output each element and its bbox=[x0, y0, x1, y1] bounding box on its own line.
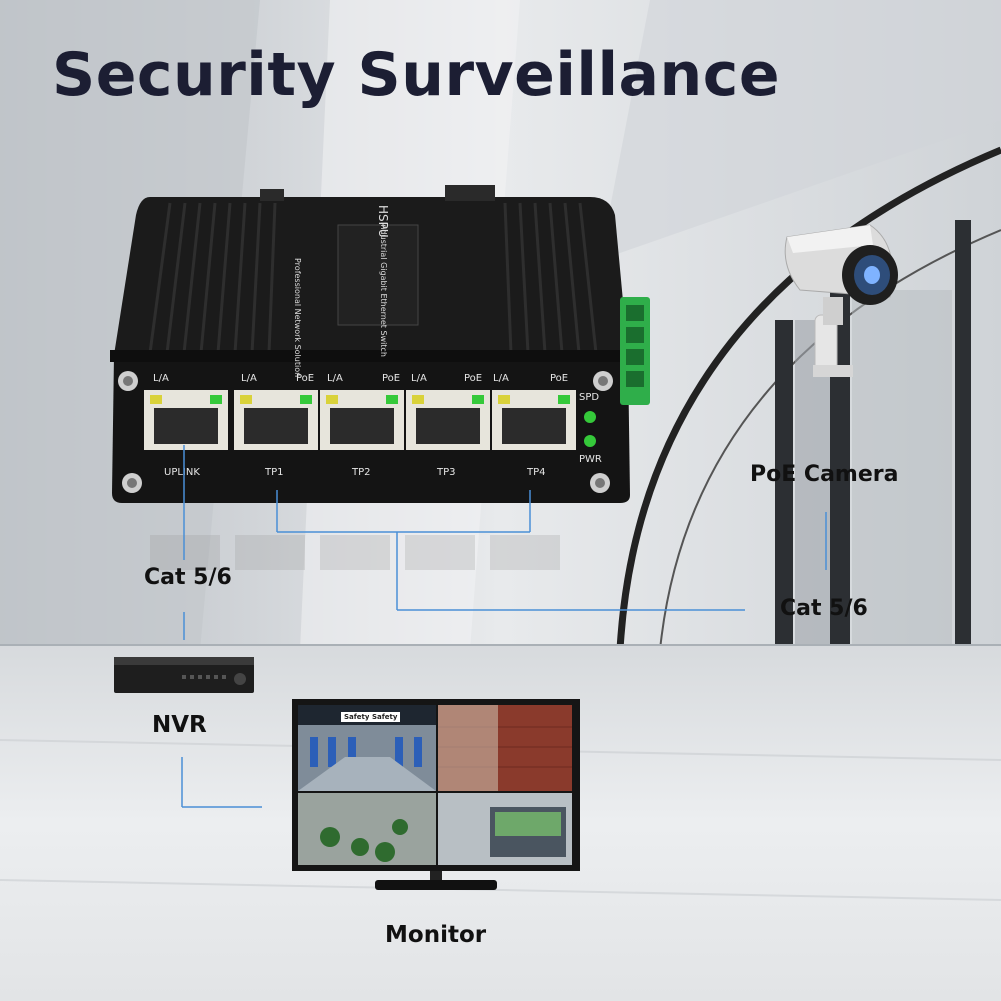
screen-tag: Safety bbox=[341, 712, 373, 722]
indicator-label-pwr: PWR bbox=[579, 454, 602, 465]
screen-tag: Safety bbox=[369, 712, 401, 722]
monitor-label: Monitor bbox=[385, 922, 487, 948]
spd-led-icon bbox=[584, 411, 596, 423]
port-label-la: L/A bbox=[327, 373, 343, 384]
camera-label: PoE Camera bbox=[750, 462, 899, 487]
port-label-uplink: UPLINK bbox=[164, 467, 200, 478]
pwr-led-icon bbox=[584, 435, 596, 447]
ethernet-port-tp1[interactable] bbox=[234, 390, 318, 450]
port-label-poe: PoE bbox=[296, 373, 315, 384]
ethernet-port-tp3[interactable] bbox=[406, 390, 490, 450]
ethernet-port-uplink[interactable] bbox=[144, 390, 228, 450]
switch-reflection bbox=[150, 535, 560, 570]
page-title: Security Surveillance bbox=[52, 40, 781, 110]
industrial-switch bbox=[110, 185, 650, 503]
cable-label-left: Cat 5/6 bbox=[144, 565, 232, 590]
nvr-label: NVR bbox=[152, 712, 207, 738]
poe-camera-icon bbox=[784, 224, 898, 377]
port-label-la: L/A bbox=[241, 373, 257, 384]
indicator-label-spd: SPD bbox=[579, 392, 600, 403]
port-label-poe: PoE bbox=[550, 373, 569, 384]
nvr-device-icon bbox=[114, 657, 254, 693]
ethernet-port-tp4[interactable] bbox=[492, 390, 576, 450]
port-label-la: L/A bbox=[153, 373, 169, 384]
monitor-icon bbox=[292, 699, 580, 890]
cable-label-right: Cat 5/6 bbox=[780, 596, 868, 621]
port-label-tp3: TP3 bbox=[437, 467, 456, 478]
port-label-poe: PoE bbox=[382, 373, 401, 384]
port-label-tp1: TP1 bbox=[265, 467, 284, 478]
ethernet-port-tp2[interactable] bbox=[320, 390, 404, 450]
port-label-tp4: TP4 bbox=[527, 467, 546, 478]
port-label-poe: PoE bbox=[464, 373, 483, 384]
port-label-tp2: TP2 bbox=[352, 467, 371, 478]
port-label-la: L/A bbox=[411, 373, 427, 384]
port-label-la: L/A bbox=[493, 373, 509, 384]
